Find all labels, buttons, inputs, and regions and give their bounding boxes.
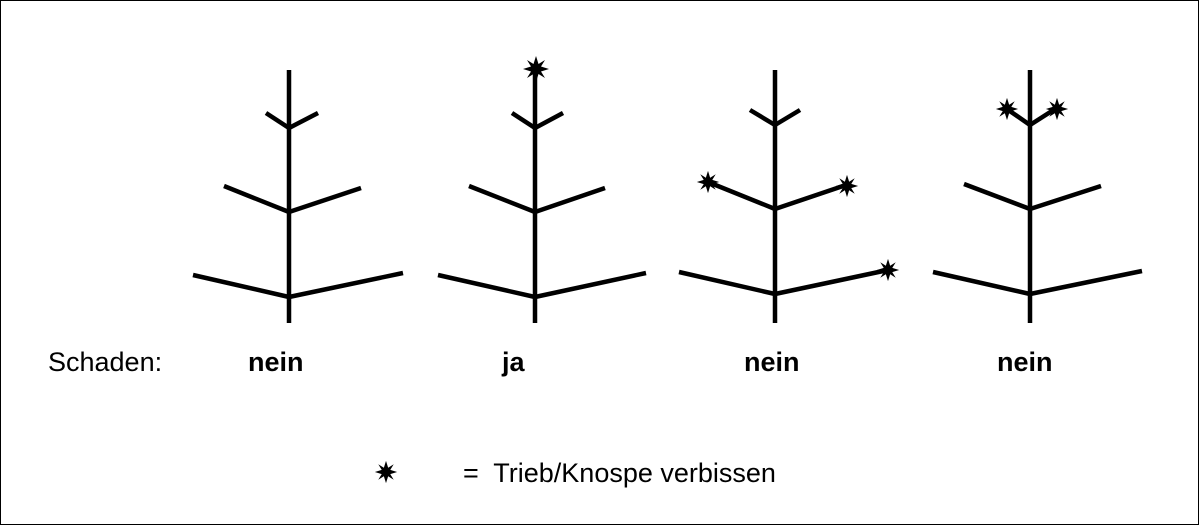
tree-1-upper-left-branch xyxy=(264,111,291,130)
tree-4-upper-right-branch xyxy=(1028,107,1057,127)
tree-2 xyxy=(437,70,647,323)
tree-4 xyxy=(932,70,1143,323)
tree-2-answer: ja xyxy=(502,347,525,377)
tree-4-middle-left-branch xyxy=(963,181,1031,212)
tree-3-middle-left-branch xyxy=(707,179,776,212)
tree-1-lower-left-branch xyxy=(192,272,290,300)
tree-3-lower-right-bite-icon xyxy=(876,258,900,282)
tree-3-answer: nein xyxy=(744,347,800,377)
tree-1-middle-left-branch xyxy=(223,183,290,215)
tree-3-upper-right-branch xyxy=(773,108,802,127)
tree-2-upper-left-branch xyxy=(510,111,537,130)
tree-3-lower-left-branch xyxy=(678,269,776,297)
tree-4-lower-right-branch xyxy=(1029,268,1143,297)
tree-2-middle-right-branch xyxy=(534,185,606,215)
tree-1 xyxy=(192,70,404,323)
damage-label: Schaden: xyxy=(48,347,163,377)
tree-2-leader-tip-bite-icon xyxy=(523,56,549,82)
tree-2-lower-left-branch xyxy=(437,272,536,300)
tree-3-upper-left-branch xyxy=(748,108,777,127)
legend-text: = Trieb/Knospe verbissen xyxy=(463,458,776,488)
tree-1-answer: nein xyxy=(248,347,304,377)
legend-star-burst-icon xyxy=(374,460,398,484)
tree-1-lower-right-branch xyxy=(288,270,404,300)
tree-1-middle-right-branch xyxy=(288,185,362,215)
tree-4-middle-right-branch xyxy=(1029,183,1102,212)
tree-3-middle-right-branch xyxy=(774,182,847,212)
tree-3 xyxy=(678,70,889,323)
tree-2-lower-right-branch xyxy=(534,270,647,300)
tree-3-middle-left-bite-icon xyxy=(696,170,720,194)
tree-4-lower-left-branch xyxy=(932,269,1031,297)
tree-3-lower-right-branch xyxy=(774,267,889,297)
tree-1-upper-right-branch xyxy=(287,111,320,130)
tree-4-upper-right-bite-icon xyxy=(1045,97,1069,121)
tree-4-answer: nein xyxy=(997,347,1053,377)
tree-2-middle-left-branch xyxy=(468,183,536,215)
tree-3-middle-right-bite-icon xyxy=(835,174,859,198)
tree-2-upper-right-branch xyxy=(533,111,565,130)
